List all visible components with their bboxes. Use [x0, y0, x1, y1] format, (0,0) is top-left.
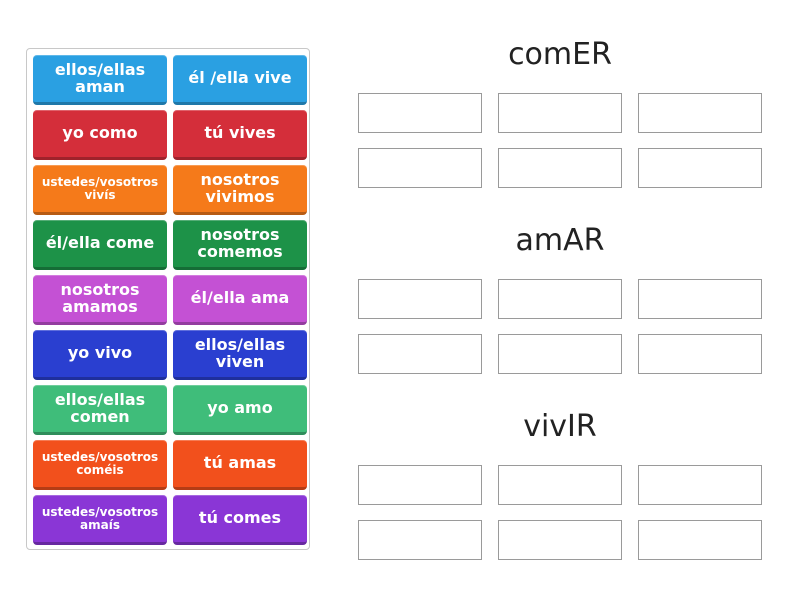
word-tile[interactable]: ellos/ellas aman: [33, 55, 167, 105]
drop-slot[interactable]: [638, 465, 762, 505]
word-tile[interactable]: yo amo: [173, 385, 307, 435]
word-tile[interactable]: ustedes/vosotros amaís: [33, 495, 167, 545]
word-tile[interactable]: yo vivo: [33, 330, 167, 380]
tile-label: ustedes/vosotros coméis: [41, 449, 159, 477]
drop-slot[interactable]: [638, 520, 762, 560]
drop-slot[interactable]: [498, 93, 622, 133]
tile-label: ellos/ellas aman: [54, 59, 146, 96]
word-tile[interactable]: ellos/ellas comen: [33, 385, 167, 435]
drop-slot[interactable]: [638, 148, 762, 188]
word-tile[interactable]: tú comes: [173, 495, 307, 545]
word-tile[interactable]: él /ella vive: [173, 55, 307, 105]
group-title-vivir: vivIR: [523, 409, 597, 444]
word-tile-panel: ellos/ellas aman él /ella vive yo como t…: [26, 48, 310, 550]
tile-label: ellos/ellas comen: [54, 389, 146, 426]
word-tile[interactable]: ustedes/vosotros coméis: [33, 440, 167, 490]
drop-slot[interactable]: [498, 334, 622, 374]
drop-slot[interactable]: [498, 520, 622, 560]
word-tile[interactable]: él/ella ama: [173, 275, 307, 325]
drop-slot[interactable]: [358, 334, 482, 374]
tile-label: ustedes/vosotros vivís: [41, 174, 159, 202]
drop-slot[interactable]: [498, 279, 622, 319]
tile-label: ellos/ellas viven: [194, 334, 286, 371]
tile-label: tú comes: [198, 508, 282, 528]
tile-label: yo como: [62, 123, 138, 143]
drop-slot[interactable]: [638, 279, 762, 319]
group-title-comer: comER: [508, 37, 612, 72]
tile-label: ustedes/vosotros amaís: [41, 504, 159, 532]
tile-label: tú vives: [204, 123, 276, 143]
drop-slot[interactable]: [358, 148, 482, 188]
tile-label: yo amo: [207, 398, 273, 418]
tile-label: yo vivo: [67, 343, 133, 363]
drop-slot[interactable]: [498, 465, 622, 505]
drop-slot[interactable]: [358, 279, 482, 319]
word-tile[interactable]: ellos/ellas viven: [173, 330, 307, 380]
word-tile[interactable]: yo como: [33, 110, 167, 160]
drop-slot[interactable]: [358, 465, 482, 505]
drop-slot[interactable]: [358, 520, 482, 560]
word-tile[interactable]: él/ella come: [33, 220, 167, 270]
word-tile[interactable]: ustedes/vosotros vivís: [33, 165, 167, 215]
drop-slot[interactable]: [638, 93, 762, 133]
word-tile[interactable]: nosotros comemos: [173, 220, 307, 270]
tile-label: él/ella come: [45, 233, 155, 253]
tile-label: él /ella vive: [188, 68, 292, 88]
drop-slot[interactable]: [358, 93, 482, 133]
tile-label: nosotros comemos: [197, 224, 283, 261]
word-tile[interactable]: tú vives: [173, 110, 307, 160]
word-tile[interactable]: tú amas: [173, 440, 307, 490]
tile-label: nosotros vivimos: [200, 169, 280, 206]
drop-slot[interactable]: [638, 334, 762, 374]
word-tile[interactable]: nosotros amamos: [33, 275, 167, 325]
word-tile[interactable]: nosotros vivimos: [173, 165, 307, 215]
tile-label: nosotros amamos: [60, 279, 140, 316]
tile-label: él/ella ama: [190, 288, 290, 308]
tile-label: tú amas: [203, 453, 277, 473]
group-title-amar: amAR: [515, 223, 605, 258]
drop-slot[interactable]: [498, 148, 622, 188]
